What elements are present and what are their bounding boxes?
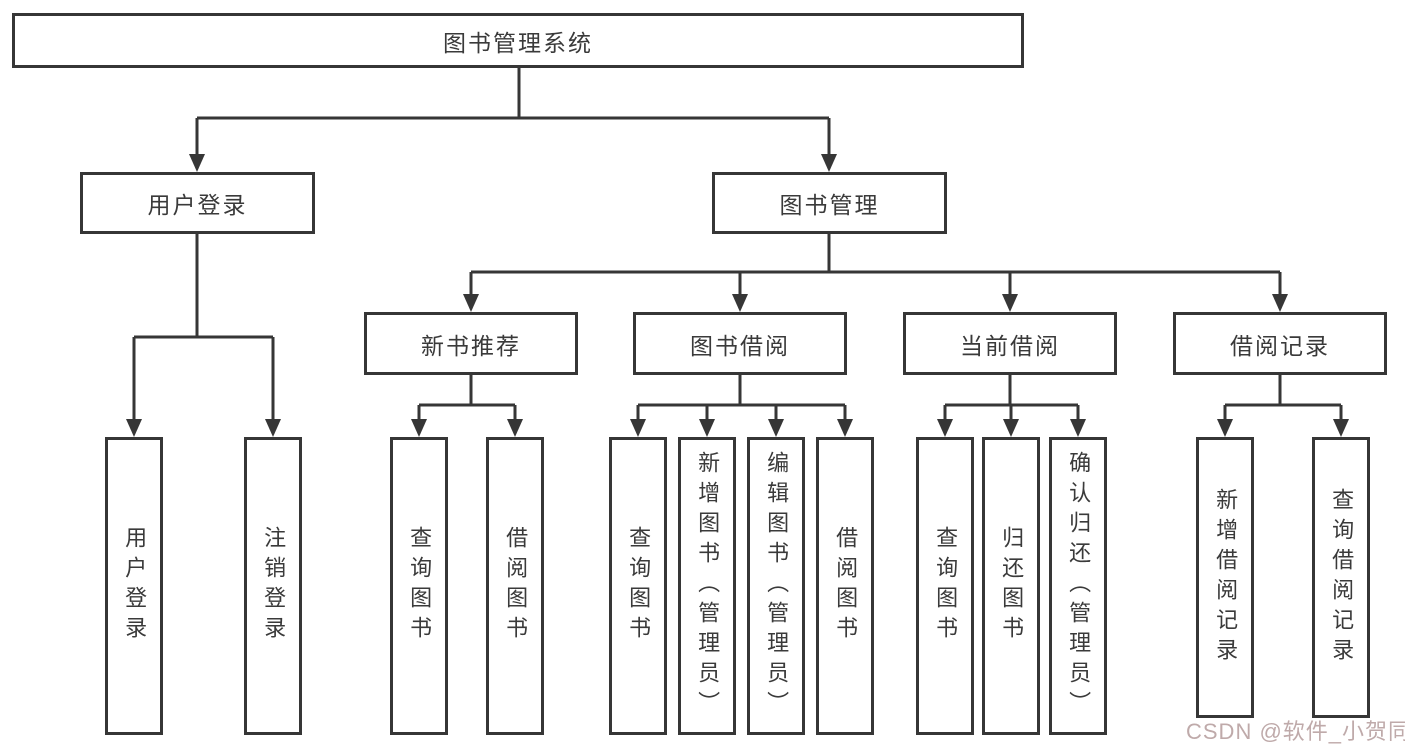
node-book-borrowing-label: 图书借阅 — [690, 332, 790, 359]
leaf-borrow-books: 借阅图书 — [816, 437, 874, 735]
leaf-logout-action: 注销登录 — [244, 437, 302, 735]
node-user-login-label: 用户登录 — [147, 192, 248, 218]
leaf-confirm-return-admin: 确认归还（管理员） — [1049, 437, 1107, 735]
node-book-borrowing: 图书借阅 — [633, 312, 847, 375]
leaf-add-borrow-record-label: 新增借阅记录 — [1213, 487, 1239, 668]
node-book-management-label: 图书管理 — [779, 192, 880, 218]
node-current-borrowing: 当前借阅 — [903, 312, 1117, 375]
node-root-label: 图书管理系统 — [443, 29, 593, 56]
leaf-borrow-books-recommend: 借阅图书 — [486, 437, 544, 735]
csdn-watermark: CSDN @软件_小贺同学 — [1186, 719, 1405, 744]
tree-edges — [134, 68, 1341, 407]
leaf-query-borrow-record: 查询借阅记录 — [1312, 437, 1370, 718]
leaf-add-borrow-record: 新增借阅记录 — [1196, 437, 1254, 718]
leaf-add-books-admin-label: 新增图书（管理员） — [695, 451, 721, 721]
leaf-query-books-borrowing-label: 查询图书 — [626, 526, 652, 646]
leaf-return-books: 归还图书 — [982, 437, 1040, 735]
leaf-logout-action-label: 注销登录 — [261, 526, 287, 646]
leaf-return-books-label: 归还图书 — [999, 526, 1025, 646]
leaf-add-books-admin: 新增图书（管理员） — [678, 437, 736, 735]
leaf-edit-books-admin: 编辑图书（管理员） — [747, 437, 805, 735]
leaf-query-books-current: 查询图书 — [916, 437, 974, 735]
leaf-query-borrow-record-label: 查询借阅记录 — [1329, 487, 1355, 668]
arrowhead-icons — [126, 154, 1349, 437]
leaf-query-books-recommend: 查询图书 — [390, 437, 448, 735]
leaf-borrow-books-recommend-label: 借阅图书 — [503, 526, 529, 646]
arrow-stems — [132, 118, 1343, 425]
leaf-user-login-action-label: 用户登录 — [122, 526, 148, 646]
leaf-user-login-action: 用户登录 — [105, 437, 163, 735]
node-new-book-recommendation-label: 新书推荐 — [421, 332, 521, 359]
leaf-edit-books-admin-label: 编辑图书（管理员） — [764, 451, 790, 721]
leaf-query-books-current-label: 查询图书 — [933, 526, 959, 646]
node-current-borrowing-label: 当前借阅 — [960, 332, 1060, 359]
leaf-confirm-return-admin-label: 确认归还（管理员） — [1066, 451, 1092, 721]
node-new-book-recommendation: 新书推荐 — [364, 312, 578, 375]
leaf-borrow-books-label: 借阅图书 — [833, 526, 859, 646]
node-book-management: 图书管理 — [712, 172, 947, 234]
node-borrow-records: 借阅记录 — [1173, 312, 1387, 375]
leaf-query-books-recommend-label: 查询图书 — [407, 526, 433, 646]
leaf-query-books-borrowing: 查询图书 — [609, 437, 667, 735]
node-borrow-records-label: 借阅记录 — [1230, 332, 1330, 359]
node-user-login: 用户登录 — [80, 172, 315, 234]
node-root-system: 图书管理系统 — [12, 13, 1024, 68]
